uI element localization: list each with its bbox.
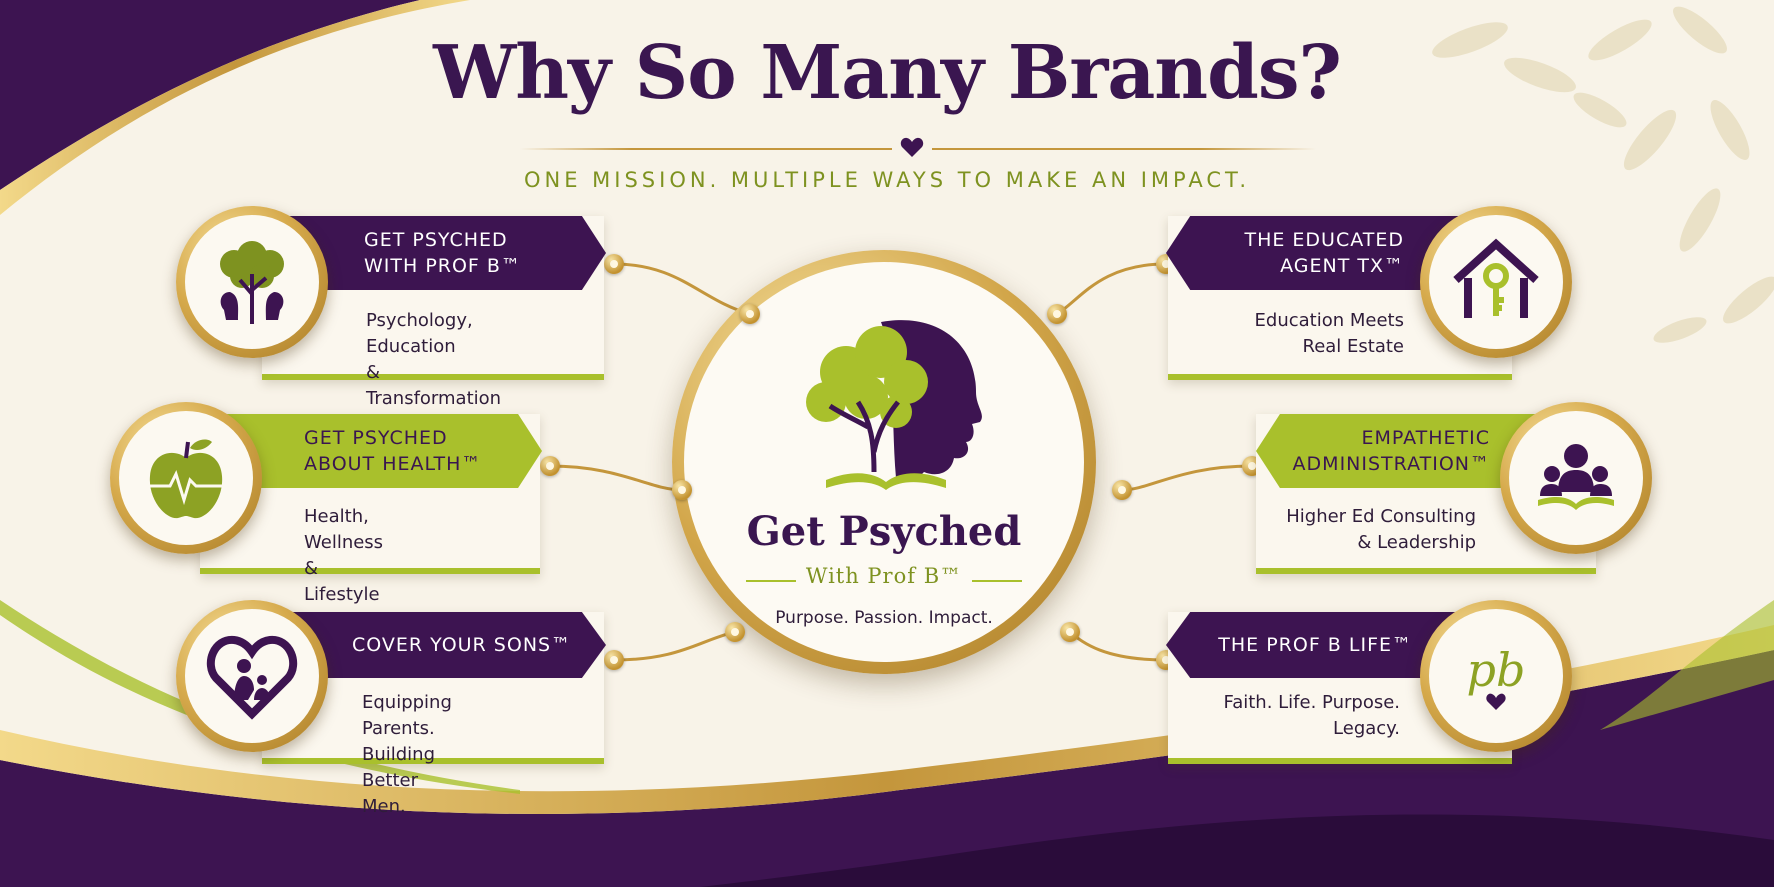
brand-desc-line2: & Leadership — [1357, 532, 1476, 553]
connector-node — [604, 650, 624, 670]
brand-desc-line1: Education Meets — [1254, 310, 1404, 331]
connector-node — [1112, 480, 1132, 500]
brand-title-line2: AGENT TX™ — [1280, 255, 1404, 277]
medal: pb — [1420, 600, 1572, 752]
connector-node — [740, 304, 760, 324]
medal — [1500, 402, 1652, 554]
brand-title-line1: GET PSYCHED — [304, 427, 448, 449]
heart-parent-child-icon — [206, 635, 298, 720]
medal — [110, 402, 262, 554]
brand-title-line2: ABOUT HEALTH™ — [304, 453, 482, 475]
brand-desc-line2: Building Better Men. — [362, 744, 436, 817]
page-subtitle: ONE MISSION. MULTIPLE WAYS TO MAKE AN IM… — [523, 168, 1251, 192]
brand-desc-line2: Legacy. — [1333, 718, 1400, 739]
center-tagline: Purpose. Passion. Impact. — [775, 608, 993, 628]
tree-heads-icon — [220, 241, 284, 324]
brand-title-line2: WITH PROF B™ — [364, 255, 521, 277]
center-brand-sub: With Prof B™ — [805, 564, 963, 588]
brand-desc-line2: & Transformation — [366, 362, 502, 409]
apple-heartbeat-icon — [149, 439, 223, 519]
brand-rule-left — [746, 580, 796, 582]
brand-desc-line1: Faith. Life. Purpose. — [1223, 692, 1400, 713]
brand-desc-line1: Psychology, Education — [366, 310, 473, 357]
brand-title-line1: THE EDUCATED — [1244, 229, 1404, 251]
medal — [1420, 206, 1572, 358]
tree-head-book-icon — [806, 320, 982, 490]
house-key-icon — [1453, 238, 1539, 318]
brand-title-line1: EMPATHETIC — [1361, 427, 1490, 449]
connector-node — [725, 622, 745, 642]
connector-node — [672, 480, 692, 500]
brand-desc-line1: Health, Wellness & — [304, 506, 384, 579]
heart-icon — [900, 137, 924, 157]
connector-node — [604, 254, 624, 274]
brand-title-line2: ADMINISTRATION™ — [1292, 453, 1490, 475]
people-book-icon — [1538, 444, 1614, 510]
brand-desc-line1: Higher Ed Consulting — [1286, 506, 1476, 527]
page-title: Why So Many Brands? — [433, 30, 1342, 116]
medal — [176, 600, 328, 752]
medal — [176, 206, 328, 358]
monogram-text: pb — [1467, 643, 1526, 697]
brand-title-line1: GET PSYCHED — [364, 229, 508, 251]
connector-node — [1060, 622, 1080, 642]
divider-left — [520, 148, 892, 150]
divider-right — [932, 148, 1316, 150]
center-brand-name: Get Psyched — [746, 508, 1022, 555]
brand-desc-line1: Equipping Parents. — [362, 692, 452, 739]
connector-node — [540, 456, 560, 476]
brand-desc-line2: Real Estate — [1302, 336, 1405, 357]
brand-title-line1: COVER YOUR SONS™ — [352, 634, 572, 656]
brand-title-line1: THE PROF B LIFE™ — [1218, 634, 1412, 656]
brand-rule-right — [972, 580, 1022, 582]
pb-monogram-icon: pb — [1467, 643, 1526, 710]
connector-node — [1047, 304, 1067, 324]
